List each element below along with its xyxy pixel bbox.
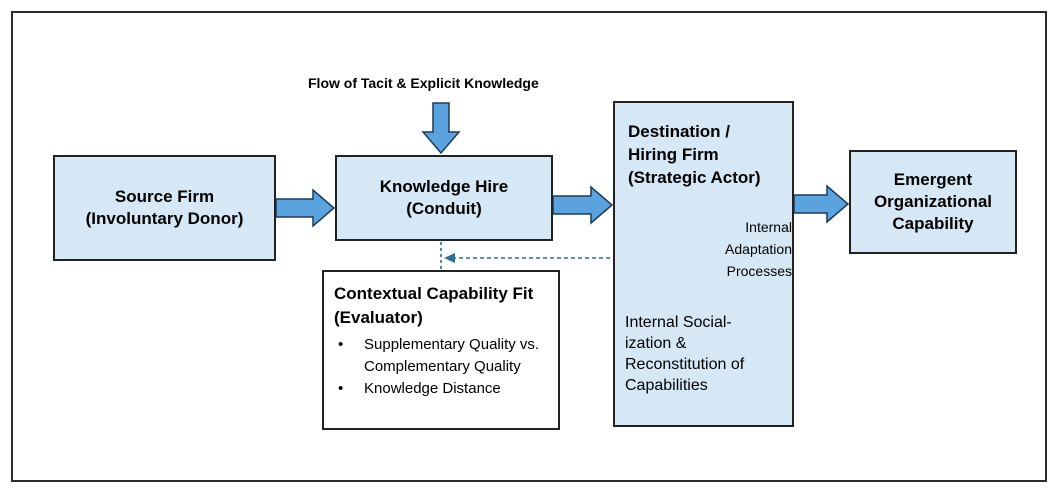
- fit-title-line1: Contextual Capability Fit: [334, 284, 534, 303]
- knowledge-hire-box: Knowledge Hire (Conduit): [335, 155, 553, 241]
- hire-title: Knowledge Hire: [379, 177, 509, 196]
- dotted-arrowhead-left: [444, 253, 455, 263]
- fit-item1-line1: Supplementary Quality vs.: [364, 336, 540, 353]
- contextual-fit-box: Contextual Capability Fit (Evaluator) • …: [322, 270, 560, 430]
- flow-down-arrow: [421, 102, 461, 155]
- destination-firm-box: Destination / Hiring Firm (Strategic Act…: [613, 101, 794, 427]
- arrow-source-to-hire: [275, 188, 336, 228]
- list-item: • Supplementary Quality vs. Complementar…: [334, 334, 550, 378]
- arrow-hire-to-destination: [552, 185, 614, 225]
- socialization-line1: Internal Social-: [625, 314, 732, 331]
- source-title: Source Firm: [114, 187, 215, 206]
- adaptation-line3: Processes: [726, 263, 792, 279]
- flow-label: Flow of Tacit & Explicit Knowledge: [308, 75, 539, 91]
- destination-title-line1: Destination /: [628, 122, 731, 141]
- fit-title: Contextual Capability Fit (Evaluator): [334, 282, 550, 330]
- list-item: • Knowledge Distance: [334, 378, 550, 400]
- destination-title-line3: (Strategic Actor): [628, 168, 761, 187]
- dotted-feedback-connector: [440, 242, 627, 270]
- emergent-line1: Emergent: [893, 170, 973, 189]
- socialization-line4: Capabilities: [625, 377, 708, 394]
- emergent-line3: Capability: [892, 214, 974, 233]
- emergent-capability-box: Emergent Organizational Capability: [849, 150, 1017, 254]
- bullet-icon: •: [338, 336, 344, 353]
- adaptation-line1: Internal: [745, 219, 792, 235]
- emergent-line2: Organizational: [873, 192, 993, 211]
- fit-item1-line2: Complementary Quality: [364, 358, 521, 375]
- destination-title-line2: Hiring Firm: [628, 145, 719, 164]
- socialization-line3: Reconstitution of: [625, 356, 745, 373]
- fit-title-line2: (Evaluator): [334, 308, 423, 327]
- destination-title: Destination / Hiring Firm (Strategic Act…: [628, 120, 761, 189]
- arrow-destination-to-emergent: [793, 184, 850, 224]
- diagram-frame: [11, 11, 1047, 482]
- fit-bullet-list: • Supplementary Quality vs. Complementar…: [334, 334, 550, 400]
- adaptation-line2: Adaptation: [725, 241, 792, 257]
- source-firm-box: Source Firm (Involuntary Donor): [53, 155, 276, 261]
- bullet-icon: •: [338, 380, 344, 397]
- fit-item2: Knowledge Distance: [364, 380, 501, 397]
- source-subtitle: (Involuntary Donor): [85, 209, 244, 228]
- hire-subtitle: (Conduit): [406, 199, 482, 218]
- socialization-line2: ization &: [625, 335, 687, 352]
- socialization-label: Internal Social- ization & Reconstitutio…: [625, 312, 744, 396]
- adaptation-label: Internal Adaptation Processes: [697, 216, 792, 282]
